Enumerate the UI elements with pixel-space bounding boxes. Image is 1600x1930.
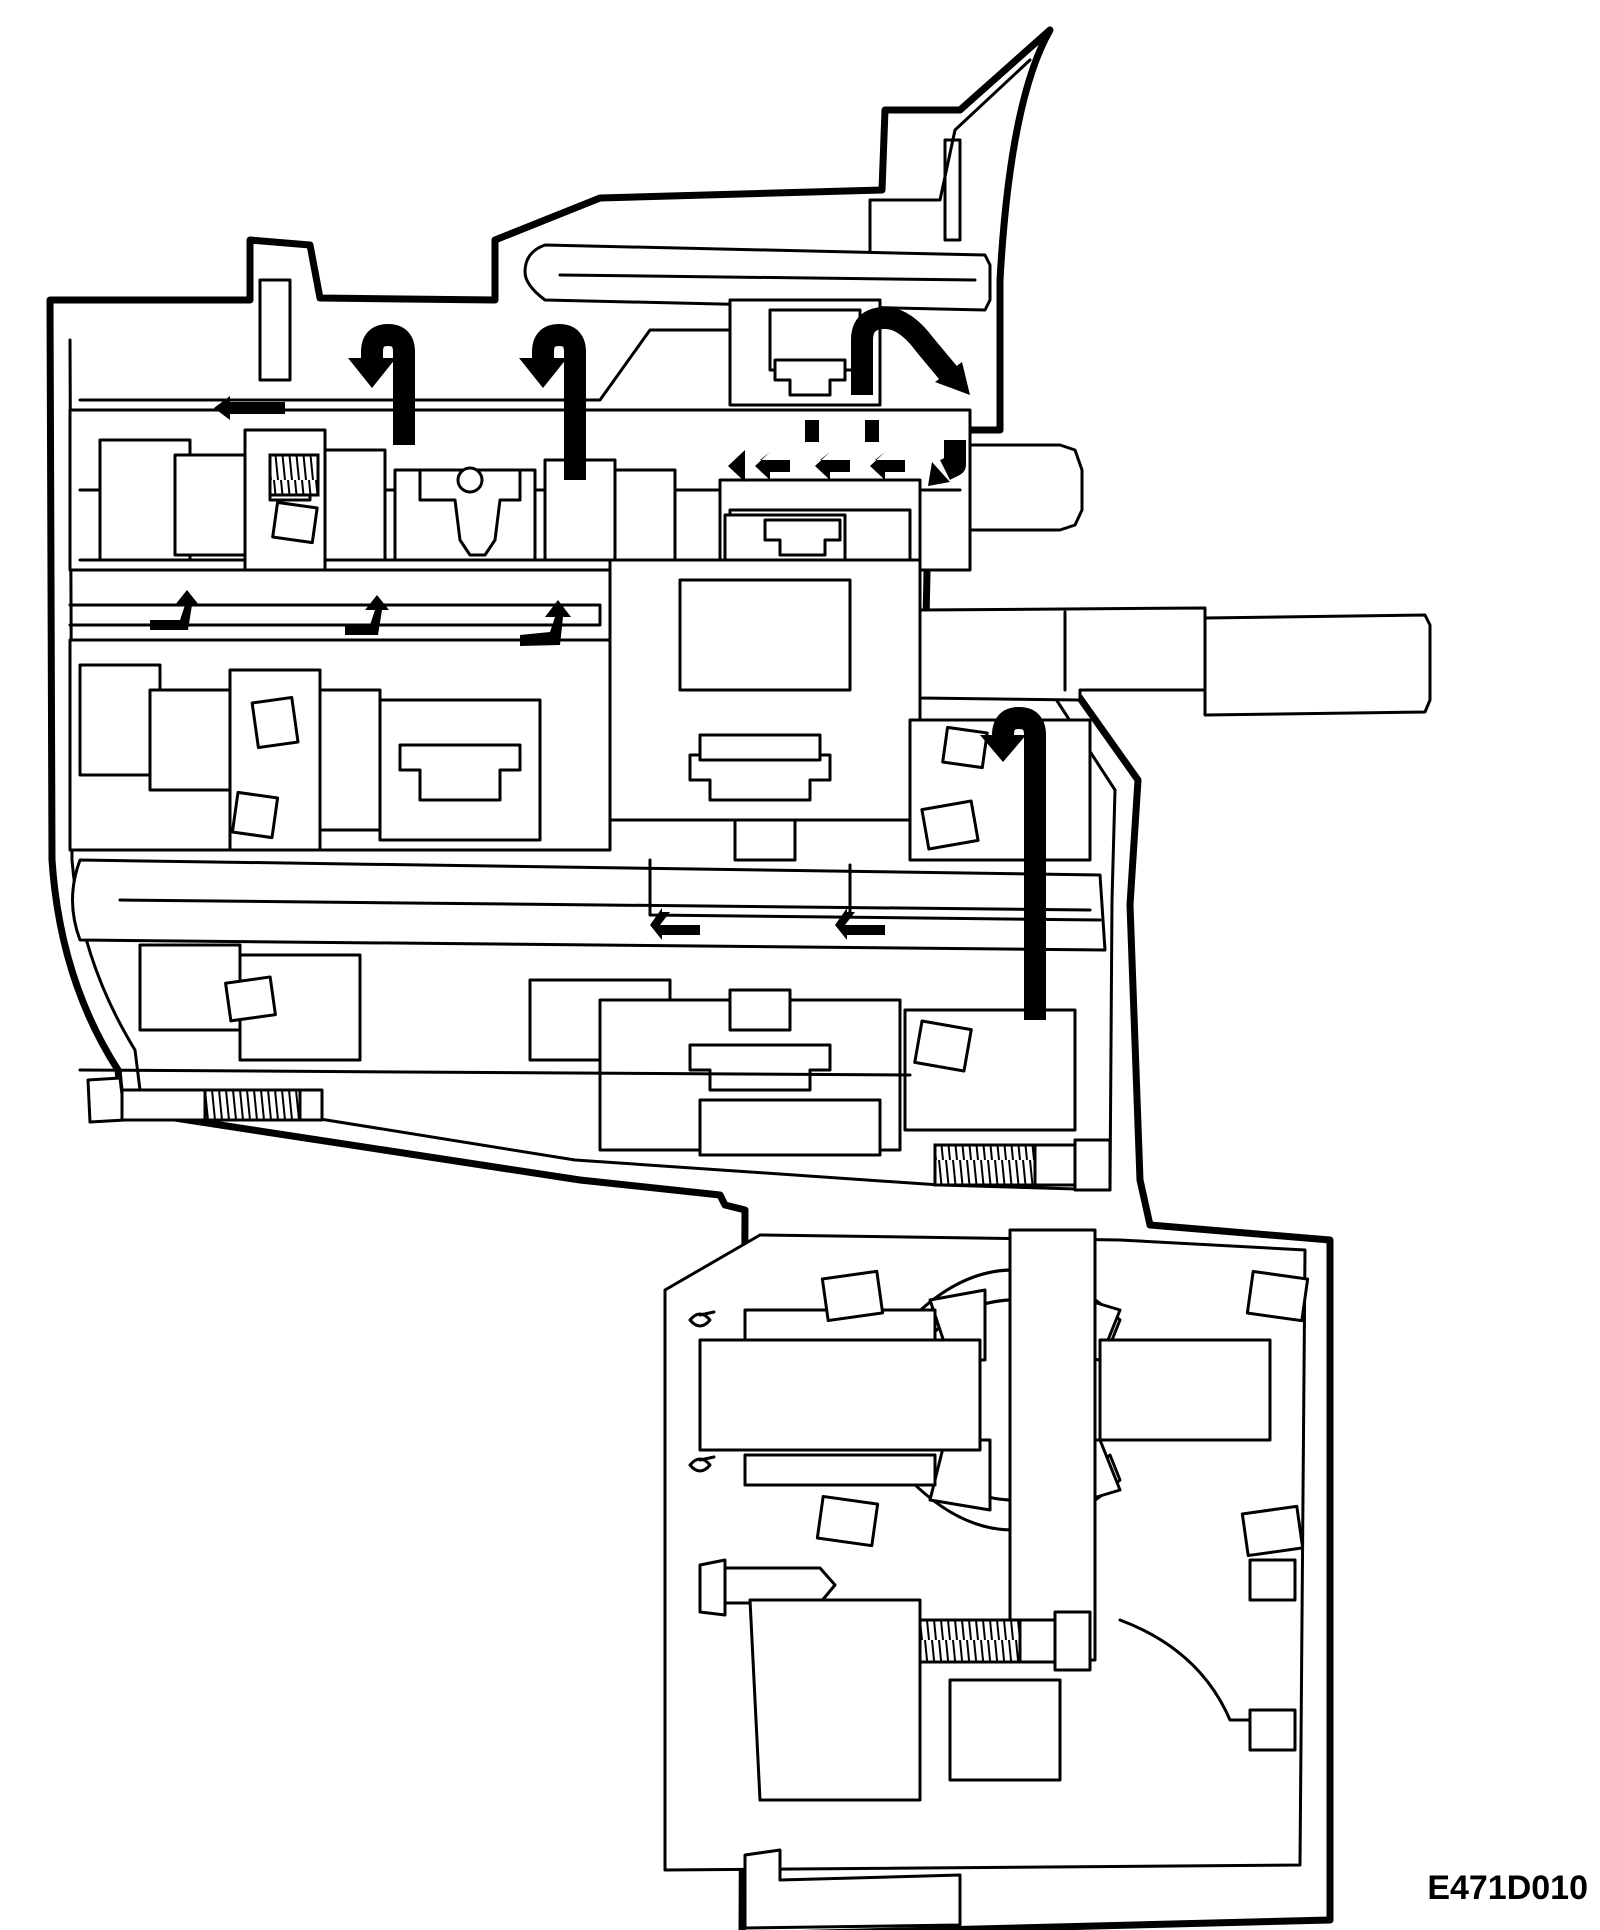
tapered-roller-bearing (1245, 1269, 1310, 1323)
synchronizer-sleeve (773, 358, 847, 397)
gear-block (148, 688, 232, 792)
housing-bracket (943, 138, 962, 242)
output-flange (698, 1338, 982, 1452)
synchronizer-sleeve (763, 518, 842, 557)
gear-block (698, 1098, 882, 1157)
oil-flow-arrow-small (870, 452, 905, 480)
differential-cover-panel (748, 1598, 922, 1802)
tapered-roller-bearing (224, 975, 277, 1023)
tapered-roller-bearing (815, 1494, 880, 1548)
oil-flow-arrow-small (728, 450, 745, 482)
housing-bracket (258, 278, 292, 382)
gear-block (613, 468, 677, 562)
drain-plug (1248, 1558, 1297, 1602)
tapered-roller-bearing (1240, 1504, 1305, 1558)
synchronizer-hub (418, 468, 522, 557)
differential-cover-rib (1118, 1618, 1292, 1722)
tapered-roller-bearing (913, 1019, 973, 1073)
tapered-roller-bearing (230, 790, 280, 840)
oil-flow-arrow-large (851, 307, 970, 395)
lower-left-housing-bolt (86, 1076, 324, 1124)
oil-flow-arrow-small (150, 590, 199, 630)
ring-gear-bolt (913, 1610, 1092, 1672)
top-shaft-line (558, 273, 977, 282)
synchronizer-hub (688, 1043, 832, 1092)
oil-flow-arrow-small (345, 595, 389, 635)
bottom-mounting-flange (743, 1848, 962, 1930)
shift-fork-block (728, 988, 792, 1032)
tapered-roller-bearing (250, 695, 300, 750)
oil-flow-arrow-large (980, 707, 1046, 1020)
figure-code: E471D010 (1427, 1869, 1588, 1907)
oil-flow-arrow-small (835, 908, 885, 940)
oil-flow-arrow-large (519, 324, 586, 480)
synchronizer-hub (398, 743, 522, 802)
output-flange (1098, 1338, 1272, 1442)
gear-block (318, 688, 382, 832)
oil-flow-arrow-small (650, 908, 700, 940)
oil-flow-arrow-large (928, 440, 966, 486)
tapered-roller-bearing (941, 725, 989, 770)
gear-block (78, 663, 162, 777)
oil-flow-arrow-small (815, 452, 850, 480)
gear-block (323, 448, 387, 562)
detent-ball (456, 466, 484, 494)
tapered-roller-bearing (920, 799, 980, 851)
oil-channel (648, 858, 1102, 922)
oil-channel (68, 603, 602, 627)
gear-block (678, 578, 852, 692)
tapered-roller-bearing (820, 1269, 885, 1323)
oil-flow-arrow-small (865, 420, 879, 442)
oil-flow-arrow-large (348, 324, 415, 445)
fill-plug (1248, 1708, 1297, 1752)
gear-block (138, 943, 242, 1032)
synchronizer-sleeve (698, 733, 822, 762)
upper-output-stub (958, 443, 1084, 532)
input-shaft-extension (918, 606, 1432, 717)
oil-flow-arrow-small (805, 420, 819, 442)
oil-flow-arrow-small (755, 452, 790, 480)
oil-flow-arrow-small (520, 600, 571, 646)
synchronizer-hub (688, 753, 832, 802)
circlip (688, 1455, 716, 1473)
gear-block (173, 453, 247, 557)
shift-fork-block (733, 818, 797, 862)
center-case-bolt (933, 1138, 1112, 1192)
differential-lower-block (948, 1678, 1062, 1782)
lower-channel-line (78, 1068, 912, 1077)
differential-pinion-shaft (1008, 1228, 1097, 1662)
differential-cover-bolt (698, 1558, 837, 1617)
spring-coil (268, 453, 320, 497)
circlip (688, 1310, 716, 1328)
output-flange-left-seal (743, 1453, 937, 1487)
main-shaft-line (118, 898, 1092, 912)
oil-flow-arrow-small (214, 396, 285, 420)
